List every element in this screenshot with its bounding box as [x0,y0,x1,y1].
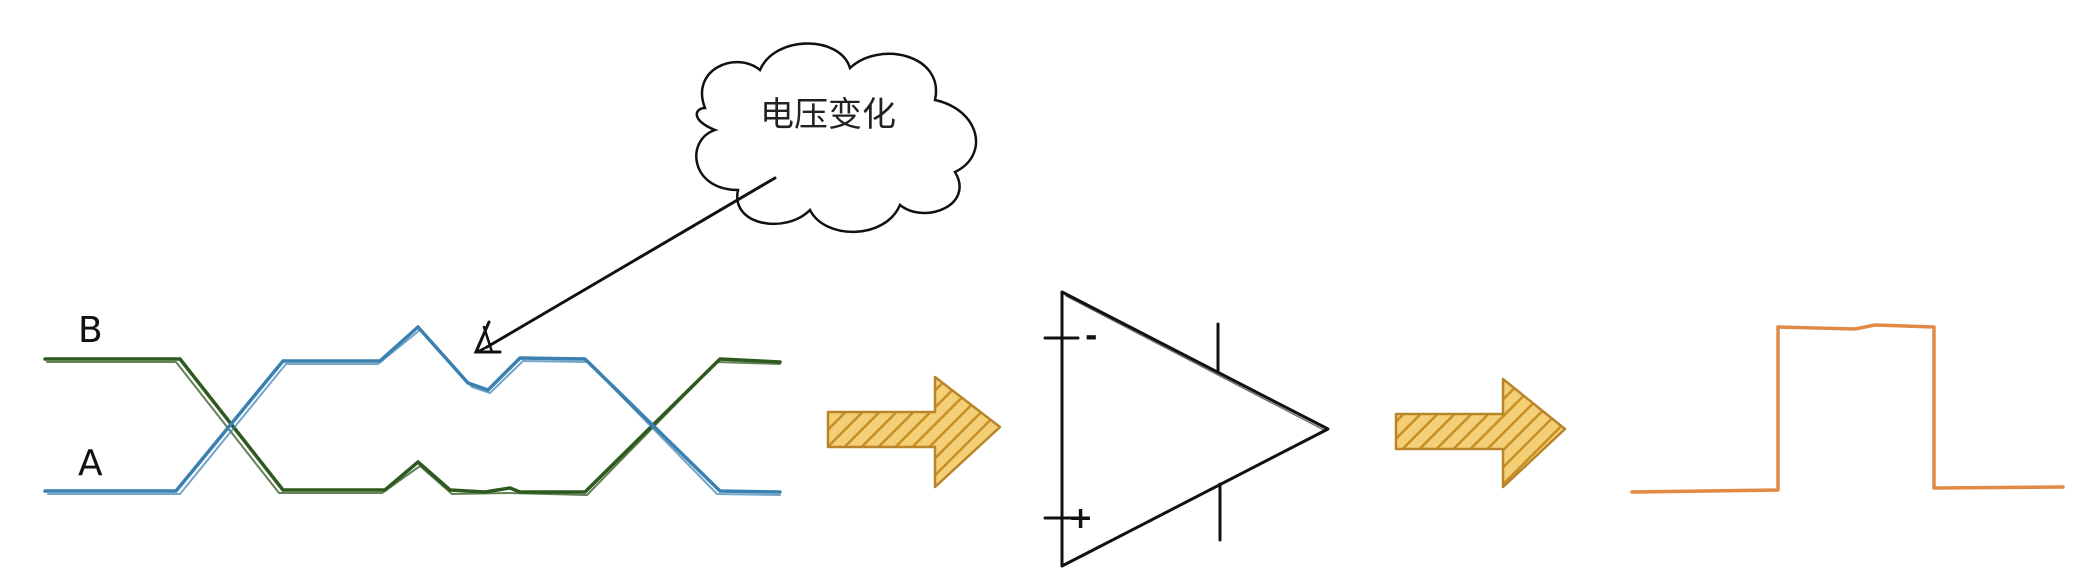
flow-arrow-2 [1394,377,1567,489]
output-pulse [1630,323,2065,494]
op-amp [1043,290,1330,568]
op-amp-triangle-icon [1060,290,1330,568]
signal-b-label: B [78,310,103,351]
cloud-icon [695,42,978,234]
callout-pointer-arrow [473,176,777,354]
voltage-change-callout: 电压变化 [695,42,978,234]
hatched-block-arrow-icon [826,375,1002,489]
callout-text: 电压变化 [760,95,896,135]
signal-a-waveform [43,325,782,496]
signal-b-waveform [43,357,782,496]
op-amp-noninverting-sign: + [1068,501,1093,536]
flow-arrow-1 [826,375,1002,489]
square-pulse-icon [1630,323,2065,494]
op-amp-inverting-sign: - [1085,319,1097,354]
signal-a-label: A [78,443,103,484]
hatched-block-arrow-icon [1394,377,1567,489]
